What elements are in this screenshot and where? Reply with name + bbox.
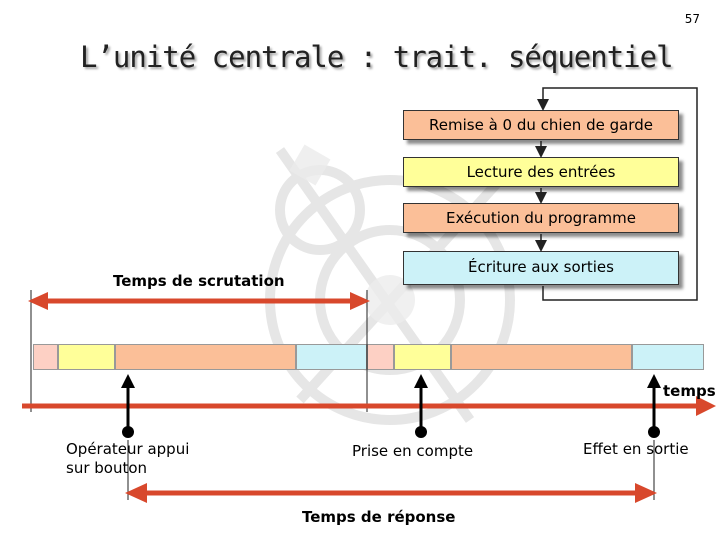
time-axis-label: temps bbox=[663, 382, 716, 400]
event-label-operator: Opérateur appui sur bouton bbox=[66, 440, 189, 478]
event-label-acknowledge: Prise en compte bbox=[352, 442, 473, 460]
event-label-output-effect: Effet en sortie bbox=[583, 440, 689, 458]
response-time-label: Temps de réponse bbox=[302, 508, 455, 526]
